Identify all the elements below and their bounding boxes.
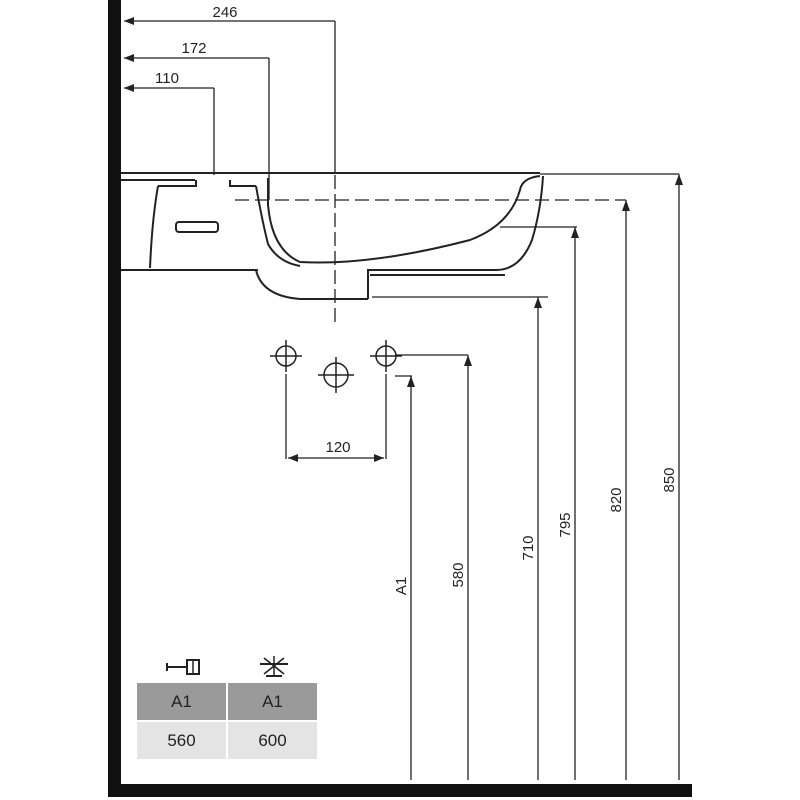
legend-header-row: A1 A1	[137, 683, 319, 720]
trap-height-table: A1 A1 560 600	[137, 648, 319, 761]
dimension-lines	[124, 20, 680, 780]
dim-label-820: 820	[608, 487, 625, 512]
dim-label-850: 850	[661, 467, 678, 492]
legend-header-cell: A1	[137, 683, 226, 720]
dim-label-795: 795	[557, 512, 574, 537]
floor-trap-icon	[228, 648, 319, 683]
wall-mounted-trap-icon	[137, 648, 228, 683]
dim-label-710: 710	[520, 535, 537, 560]
dim-label-246: 246	[212, 4, 237, 21]
dimension-labels: 246 172 110 120 A1 580 710 795 820 850	[155, 4, 678, 595]
floor	[108, 784, 692, 797]
dim-label-580: 580	[450, 562, 467, 587]
wall	[108, 0, 121, 787]
dim-label-a1: A1	[393, 577, 410, 595]
dimension-arrows	[124, 17, 683, 462]
legend-value-row: 560 600	[137, 722, 319, 759]
basin-profile	[121, 172, 544, 300]
legend-header-cell: A1	[228, 683, 317, 720]
dim-label-120: 120	[325, 439, 350, 456]
legend-value-cell: 600	[228, 722, 317, 759]
legend-value-cell: 560	[137, 722, 226, 759]
hole-left	[270, 340, 302, 372]
dim-label-172: 172	[181, 40, 206, 57]
legend-icon-row	[137, 648, 319, 683]
dim-label-110: 110	[155, 70, 179, 87]
supply-holes	[270, 340, 402, 393]
hole-right	[370, 340, 402, 372]
hole-center	[318, 357, 354, 393]
